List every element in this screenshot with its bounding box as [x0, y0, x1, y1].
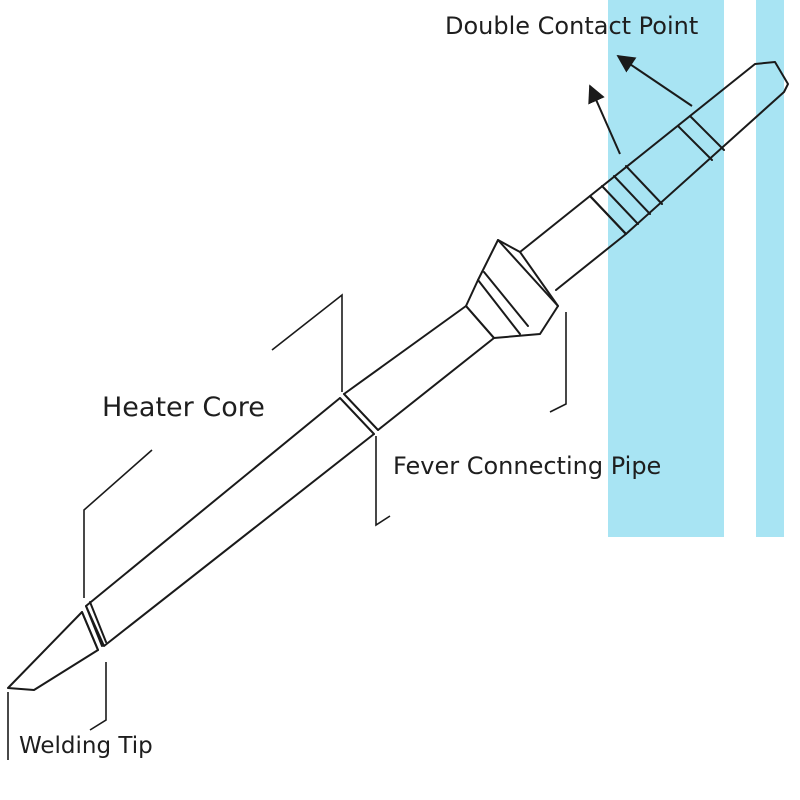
fever-pipe-leader-right: [549, 312, 567, 413]
fever-connecting-pipe-label: Fever Connecting Pipe: [393, 452, 662, 480]
heater-core-label: Heater Core: [102, 392, 265, 423]
contact-ring-1: [601, 185, 639, 225]
contact-arrow-left: [588, 84, 621, 155]
heater-core-leader: [271, 293, 343, 392]
contact-ring-5: [689, 115, 725, 151]
double-contact-point-label: Double Contact Point: [445, 12, 699, 40]
heater-core-body: [85, 397, 375, 647]
contact-ring-4: [677, 125, 713, 161]
heater-core-leader-lower: [83, 449, 153, 598]
fever-pipe-leader: [375, 436, 391, 527]
fever-connecting-pipe: [343, 305, 495, 431]
contact-arrow-right: [616, 54, 693, 107]
contact-pin: [589, 61, 789, 235]
welding-tip-leader-right: [89, 662, 107, 731]
contact-ring-2: [613, 175, 651, 215]
contact-ring-3: [625, 165, 663, 205]
welding-tip-label: Welding Tip: [19, 733, 153, 759]
welding-tip-blade: [7, 611, 99, 691]
flange-ring: [477, 271, 529, 335]
highlight-band-right: [756, 0, 784, 537]
heater-core-collar: [339, 393, 379, 435]
